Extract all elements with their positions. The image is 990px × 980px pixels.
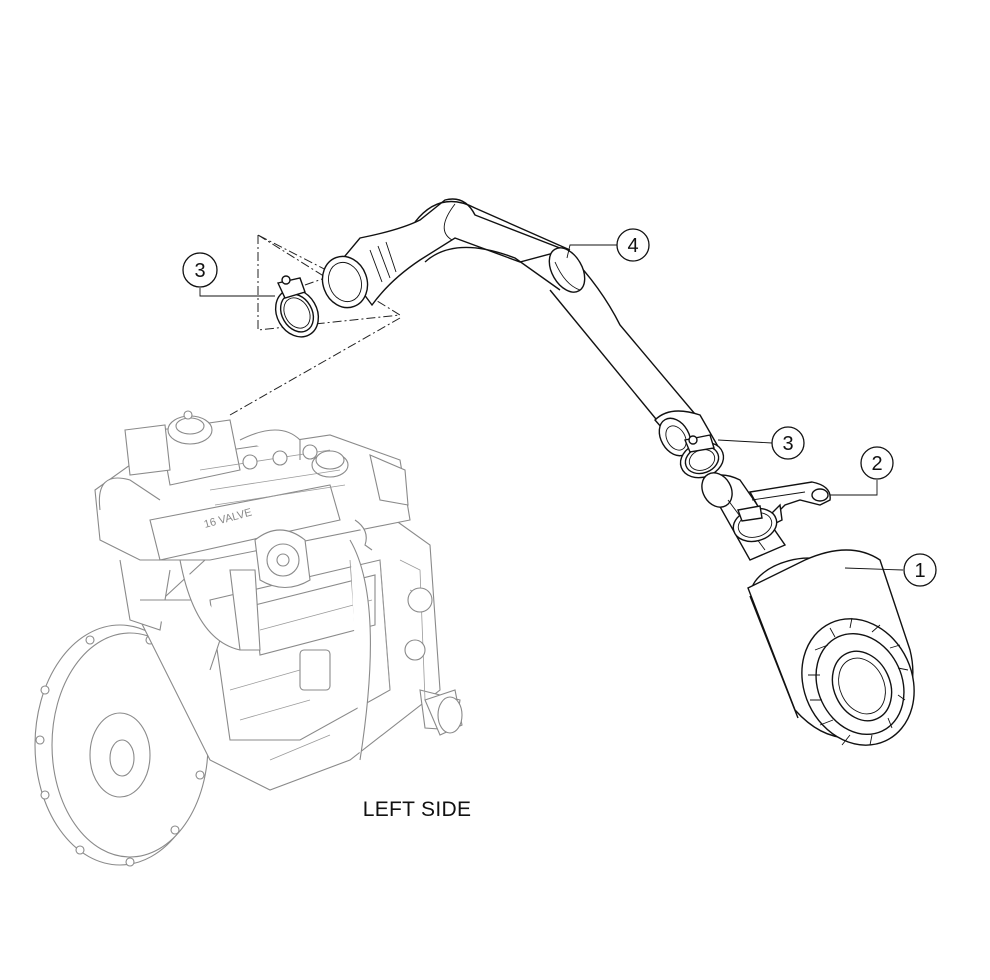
leader-line-3-top	[199, 288, 275, 297]
view-caption: LEFT SIDE	[363, 798, 472, 821]
dashed-leader-to-engine	[229, 317, 401, 416]
callout-1[interactable]: 1	[844, 553, 937, 587]
callout-circle-4	[616, 228, 650, 262]
dashed-clamp-axis	[304, 277, 326, 286]
callout-number-3-top: 3	[194, 260, 205, 282]
callout-circle-3-top	[182, 252, 218, 288]
callout-3-mid[interactable]: 3	[717, 426, 805, 460]
air-filter-part-1	[747, 549, 915, 746]
intake-hose-part-4	[321, 198, 722, 461]
dashed-diagonal	[257, 234, 331, 281]
outlet-port	[437, 696, 463, 734]
dashed-assembly-guides	[229, 234, 402, 416]
callout-4[interactable]: 4	[566, 228, 650, 262]
callout-circle-1	[903, 553, 937, 587]
cylinder-head: 16 VALVE	[94, 410, 411, 671]
leader-line-3-mid	[717, 439, 773, 444]
engine-illustration: 16 VALVE	[34, 410, 463, 867]
callout-number-4: 4	[627, 235, 638, 257]
leader-line-1	[844, 567, 904, 571]
hose-clamp-part-3-top	[274, 275, 320, 338]
callout-number-1: 1	[914, 560, 925, 582]
leader-line-2	[830, 480, 878, 496]
mounting-bracket-part-2	[732, 481, 831, 543]
dashed-plane	[257, 234, 402, 331]
callout-number-3-mid: 3	[782, 433, 793, 455]
callout-2[interactable]: 2	[830, 446, 894, 496]
callout-circle-2	[860, 446, 894, 480]
callout-circle-3-mid	[771, 426, 805, 460]
callout-3-top[interactable]: 3	[182, 252, 275, 297]
leader-line-4	[566, 244, 618, 259]
callout-number-2: 2	[871, 453, 882, 475]
hose-clamp-part-3-mid	[679, 434, 725, 479]
